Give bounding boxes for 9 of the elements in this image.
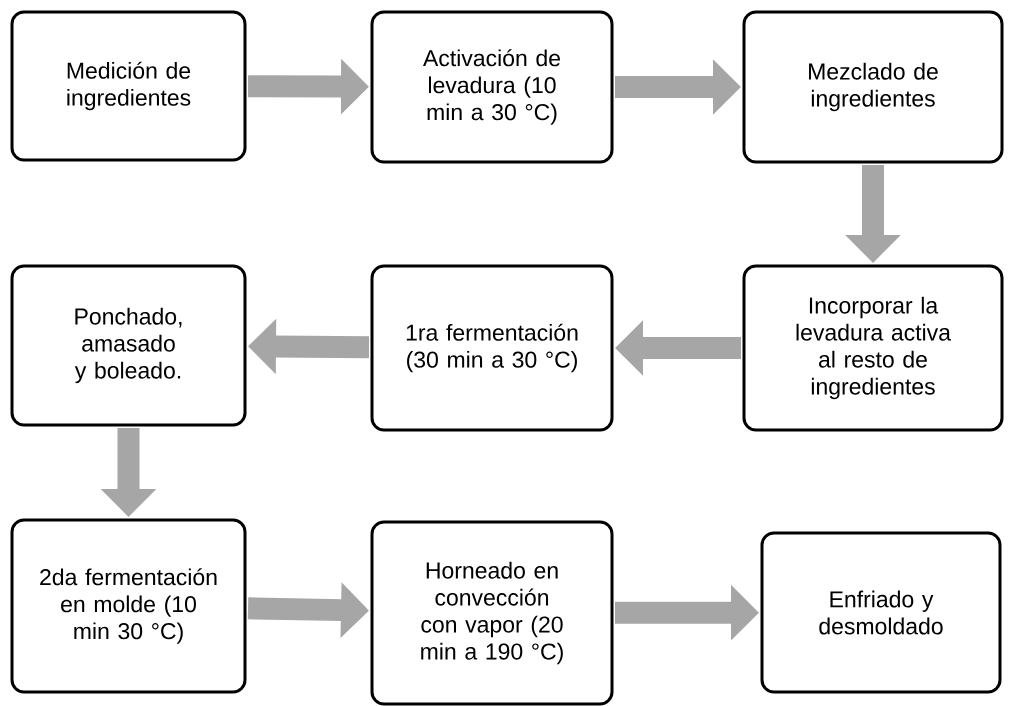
- process-box: 1ra fermentación (30 min a 30 °C): [370, 264, 614, 432]
- process-box: 2da fermentación en molde (10 min 30 °C): [10, 518, 247, 694]
- process-box: Mezclado de ingredientes: [742, 10, 1004, 164]
- process-box: Incorporar la levadura activa al resto de ingredientes: [742, 264, 1004, 432]
- process-box: Horneado en convección con vapor (20 min a 190 °C): [370, 520, 614, 706]
- process-box: Medición de ingredientes: [10, 10, 247, 162]
- process-box: Ponchado, amasado y boleado.: [10, 264, 247, 427]
- process-box: Activación de levadura (10 min a 30 °C): [370, 10, 614, 164]
- process-box: Enfriado y desmoldado: [760, 531, 1002, 694]
